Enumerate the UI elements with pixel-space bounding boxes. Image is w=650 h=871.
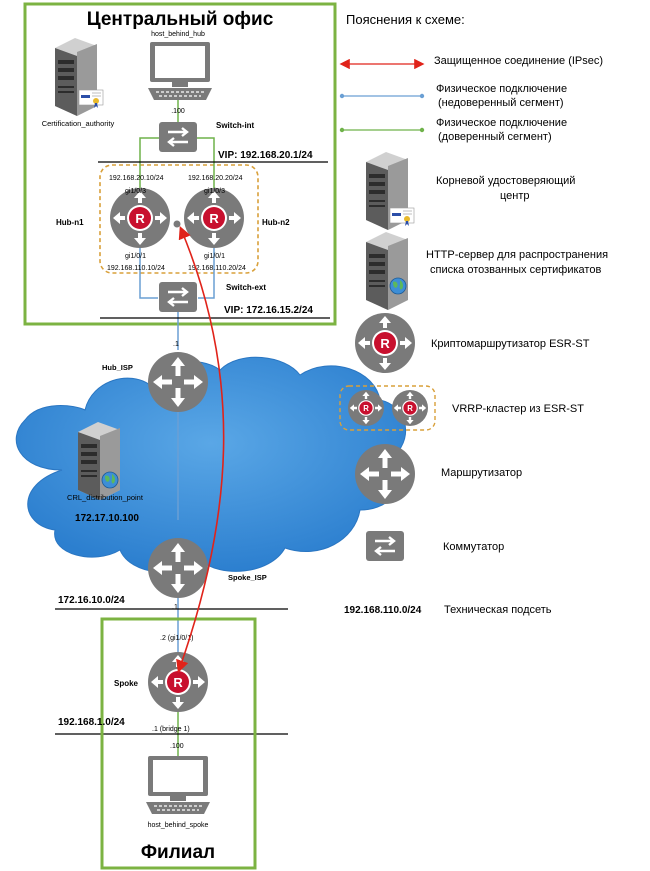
crl-distribution-point-server-icon — [78, 422, 120, 500]
hub-n1-label: Hub-n1 — [56, 218, 84, 227]
certification-authority-server-icon — [55, 38, 104, 116]
legend-title: Пояснения к схеме: — [346, 12, 465, 27]
legend-http-label-1: HTTP-сервер для распространения — [426, 249, 608, 261]
host-behind-hub-label: host_behind_hub — [151, 31, 205, 38]
net-192-label: 192.168.1.0/24 — [58, 717, 125, 728]
certification-authority-label: Certification_authority — [42, 119, 115, 128]
spoke-isp-ip: .1 — [172, 604, 178, 611]
hub-n2-crypto-router-icon — [184, 188, 244, 248]
legend-untrusted-label-1: Физическое подключение — [436, 83, 567, 95]
host-behind-spoke-label: host_behind_spoke — [148, 822, 209, 829]
legend-router-icon — [355, 444, 415, 504]
legend-http-label-2: списка отозванных сертификатов — [430, 264, 601, 276]
host-behind-hub-workstation-icon — [147, 41, 213, 101]
hub-n2-label: Hub-n2 — [262, 218, 290, 227]
hub-n2-port-bottom: gi1/0/1 — [204, 253, 225, 260]
legend-tech-net-label: Техническая подсеть — [444, 604, 552, 616]
legend-trusted-label-2: (доверенный сегмент) — [438, 131, 552, 143]
crl-distribution-point-label: CRL_distribution_point — [67, 493, 144, 502]
legend-http-server-icon — [366, 232, 408, 310]
legend-crypto-router-icon — [355, 313, 415, 373]
host-behind-spoke-ip: .100 — [170, 743, 184, 750]
legend-root-ca-label-2: центр — [500, 190, 530, 202]
legend-router-label: Маршрутизатор — [441, 467, 522, 479]
legend-vrrp-label: VRRP-кластер из ESR-ST — [452, 403, 584, 415]
legend-tech-net: 192.168.110.0/24 — [344, 605, 422, 616]
legend-vrrp-crypto-router-icon-2 — [392, 390, 428, 426]
crl-distribution-point-ip: 172.17.10.100 — [75, 513, 139, 524]
hub-n1-ip-bottom: 192.168.110.10/24 — [107, 265, 165, 272]
spoke-crypto-router-icon — [148, 652, 208, 712]
branch-office-title: Филиал — [141, 842, 215, 863]
vrrp-vip-dot — [173, 220, 181, 228]
legend-untrusted-label-2: (недоверенный сегмент) — [438, 97, 564, 109]
hub-n1-port-bottom: gi1/0/1 — [125, 253, 146, 260]
vip-ext-label: VIP: 172.16.15.2/24 — [224, 305, 313, 316]
central-office-title: Центральный офис — [87, 9, 274, 30]
hub-isp-router-icon — [148, 352, 208, 412]
switch-ext-label: Switch-ext — [226, 283, 266, 292]
legend-vrrp-frame — [339, 385, 436, 431]
host-behind-spoke-workstation-icon — [145, 755, 211, 815]
vip-int-label: VIP: 192.168.20.1/24 — [218, 150, 313, 161]
internet-cloud — [15, 356, 407, 573]
legend-ipsec-label: Защищенное соединение (IPsec) — [434, 55, 603, 67]
switch-int-switch-icon — [157, 120, 199, 154]
ipsec-tunnel — [176, 226, 225, 674]
spoke-isp-label: Spoke_ISP — [228, 573, 267, 582]
hub-n1-crypto-router-icon — [110, 188, 170, 248]
legend-root-ca-server-icon — [366, 152, 415, 230]
legend-switch-label: Коммутатор — [443, 541, 504, 553]
hub-n2-ip-bottom: 192.168.110.20/24 — [188, 265, 246, 272]
spoke-label: Spoke — [114, 679, 139, 688]
hub-isp-ip: .1 — [173, 341, 179, 348]
hub-isp-label: Hub_ISP — [102, 363, 133, 372]
switch-int-label: Switch-int — [216, 121, 255, 130]
legend-crypto-label: Криптомаршрутизатор ESR-ST — [431, 338, 590, 350]
spoke-lan-ip: .1 (bridge 1) — [152, 726, 190, 733]
host-behind-hub-ip: .100 — [171, 108, 185, 115]
legend-root-ca-label-1: Корневой удостоверяющий — [436, 175, 575, 187]
legend-trusted-label-1: Физическое подключение — [436, 117, 567, 129]
legend-switch-icon — [364, 529, 406, 563]
hub-n2-ip-top: 192.168.20.20/24 — [188, 175, 243, 182]
hub-n2-port-top: gi1/0/3 — [204, 188, 225, 195]
net-172-label: 172.16.10.0/24 — [58, 595, 125, 606]
spoke-isp-router-icon — [148, 538, 208, 598]
hub-n1-ip-top: 192.168.20.10/24 — [109, 175, 164, 182]
hub-n1-port-top: gi1/0/3 — [125, 188, 146, 195]
switch-ext-switch-icon — [157, 280, 199, 314]
legend-vrrp-crypto-router-icon-1 — [348, 390, 384, 426]
